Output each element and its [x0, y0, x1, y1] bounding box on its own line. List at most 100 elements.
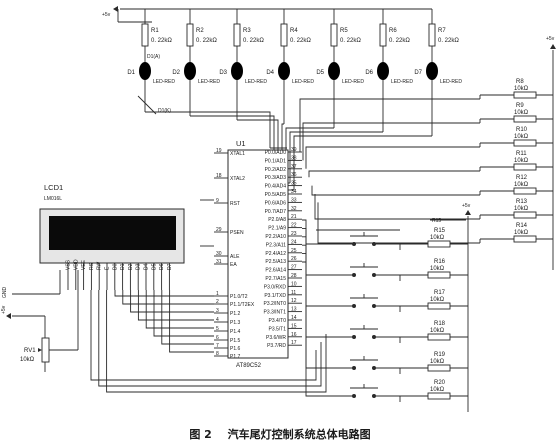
- potentiometer: [41, 337, 50, 363]
- lcd-ref: LCD1: [44, 183, 63, 192]
- mcu-pin-number: 39: [291, 147, 297, 153]
- pot-vcc-label: +5v: [1, 305, 7, 314]
- led-type: LED-RED: [245, 79, 267, 85]
- mcu-pin-number: 18: [216, 173, 222, 179]
- switch-resistor-ref-top: R15: [432, 218, 441, 224]
- lcd-pin-name: E: [105, 266, 111, 270]
- lcd-pin-name: VEE: [81, 259, 87, 270]
- mcu-pin-name: P0.5/AD5: [265, 192, 287, 198]
- led-resistor-value: 0. 22kΩ: [340, 38, 361, 44]
- mcu-pin-number: 7: [216, 343, 219, 349]
- mcu-pin-number: 12: [291, 298, 297, 304]
- mcu-pin-number: 15: [291, 323, 297, 329]
- lcd-data-bus: [137, 290, 214, 321]
- mcu-pin-number: 36: [291, 172, 297, 178]
- led-3: [231, 62, 243, 80]
- switch-resistor-ref: R20: [434, 380, 446, 386]
- mcu-pin-number: 11: [291, 290, 296, 296]
- mcu-pin-name: EA: [230, 262, 237, 268]
- pushbutton-contact: [352, 273, 356, 277]
- led-resistor-7: [428, 23, 436, 47]
- figure-caption: 图 2 汽车尾灯控制系统总体电路图: [0, 426, 560, 442]
- mcu-pin-number: 1: [216, 291, 219, 297]
- p0-bus: [305, 146, 480, 169]
- mcu-pin-name: PSEN: [230, 230, 244, 236]
- lcd-pin-name: D6: [159, 263, 165, 270]
- pullup-value: 10kΩ: [514, 230, 529, 236]
- mcu-pin-name: P0.3/AD3: [265, 175, 287, 181]
- led-type: LED-RED: [198, 79, 220, 85]
- switch-resistor-value: 10kΩ: [430, 297, 445, 303]
- mcu-pin-number: 29: [216, 227, 222, 233]
- pushbutton-contact: [352, 242, 356, 246]
- led-ref: D2: [172, 70, 180, 76]
- switch-resistor-value: 10kΩ: [430, 387, 445, 393]
- mcu-pin-number: 27: [291, 265, 297, 271]
- p0-bus: [308, 170, 480, 178]
- pullup-ref: R13: [516, 199, 528, 205]
- mcu-pin-number: 25: [291, 248, 297, 254]
- mcu-pin-number: 3: [216, 308, 219, 314]
- led-6: [377, 62, 389, 80]
- mcu-pin-number: 2: [216, 299, 219, 305]
- led-resistor-3: [233, 23, 241, 47]
- figure-number: 图 2: [189, 428, 212, 441]
- mcu-pin-number: 6: [216, 335, 219, 341]
- mcu-pin-number: 9: [216, 198, 219, 204]
- mcu-pin-number: 30: [216, 251, 222, 257]
- mcu-pin-name: P1.5: [230, 338, 241, 344]
- led-7: [426, 62, 438, 80]
- mcu-body: [227, 149, 289, 359]
- led-resistor-value: 0. 22kΩ: [243, 38, 264, 44]
- mcu-pin-name: P2.7/A15: [265, 276, 286, 282]
- mcu-pin-number: 23: [291, 231, 297, 237]
- led-ref: D7: [414, 70, 422, 76]
- components: [6, 6, 556, 400]
- pullup-ref: R10: [516, 127, 528, 133]
- led-type: LED-RED: [391, 79, 413, 85]
- mcu-pin-name: P0.4/AD4: [265, 184, 287, 190]
- lcd-data-bus: [145, 290, 214, 329]
- mcu-pin-name: P0.2/AD2: [265, 167, 287, 173]
- pullup-value: 10kΩ: [514, 86, 529, 92]
- mcu-pin-number: 5: [216, 326, 219, 332]
- mcu-pin-name: P3.6/WR: [266, 335, 286, 341]
- p0-bus: [314, 194, 480, 220]
- pullup-ref: R11: [516, 151, 527, 157]
- led-resistor-value: 0. 22kΩ: [151, 38, 172, 44]
- lcd-control-bus: [106, 290, 327, 393]
- mcu-pin-number: 31: [216, 259, 222, 265]
- wires: [12, 8, 554, 412]
- mcu-pin-name: P1.1/T2EX: [230, 302, 255, 308]
- led-ref: D6: [365, 70, 373, 76]
- lcd-control-bus: [98, 290, 322, 387]
- led-resistor-value: 0. 22kΩ: [389, 38, 410, 44]
- led-resistor-ref: R6: [389, 28, 397, 34]
- vcc-label-top: +5v: [102, 12, 111, 18]
- switch-resistor-value: 10kΩ: [430, 328, 445, 334]
- mcu-pin-number: 10: [291, 281, 297, 287]
- lcd-pin-name: RW: [97, 261, 103, 270]
- mcu-pin-name: P3.5/T1: [268, 326, 286, 332]
- lcd-pin-name: D3: [136, 263, 142, 270]
- mcu-pin-number: 8: [216, 351, 219, 357]
- mcu-pin-name: P0.1/AD1: [265, 158, 287, 164]
- pot-wiper: [38, 348, 42, 352]
- mcu-pin-name: P1.0/T2: [230, 294, 248, 300]
- p2-bus: [302, 261, 316, 397]
- switch-resistor-ref: R17: [434, 290, 446, 296]
- switch-resistor-value: 10kΩ: [430, 359, 445, 365]
- pullup-resistor-13: [513, 211, 537, 219]
- led-marker-anode: D1(A): [147, 54, 160, 60]
- pushbutton-contact: [372, 394, 376, 398]
- lcd-data-bus: [161, 290, 214, 345]
- mcu-pin-name: P2.2/A10: [265, 234, 286, 240]
- mcu-pin-name: RST: [230, 201, 240, 207]
- mcu-pin-name: P2.0/A8: [268, 217, 286, 223]
- led-resistor-value: 0. 22kΩ: [196, 38, 217, 44]
- led-bus: [289, 131, 383, 183]
- p0-bus: [317, 202, 480, 244]
- mcu-pin-name: P0.6/AD6: [265, 200, 287, 206]
- mcu-pin-number: 35: [291, 181, 297, 187]
- vcc-arrow-switch: [465, 210, 471, 215]
